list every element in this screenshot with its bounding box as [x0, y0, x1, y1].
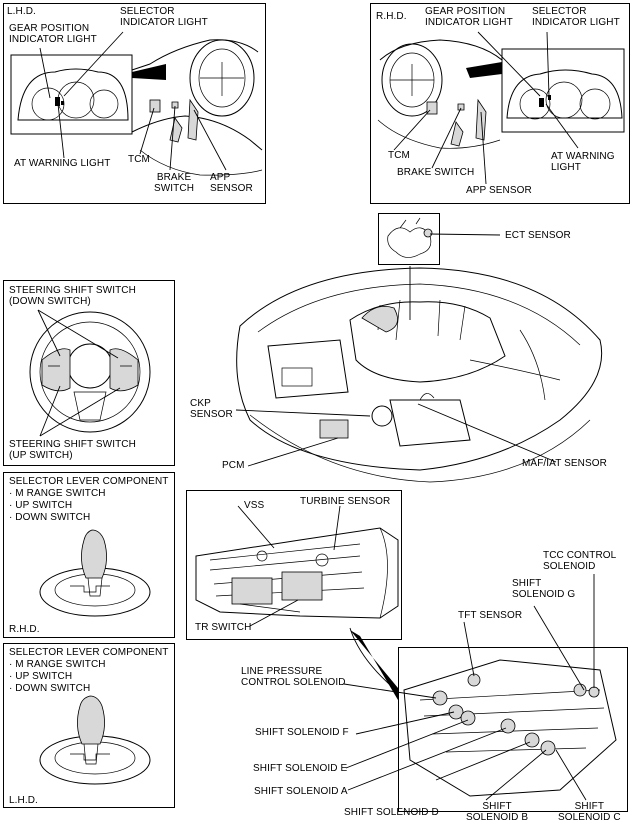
pcm-label: PCM: [222, 460, 245, 471]
rhd-gear-position-indicator-light-label: GEAR POSITION INDICATOR LIGHT: [425, 6, 513, 28]
lhd-app-sensor-label: APP SENSOR: [210, 172, 253, 194]
ect-sensor-label: ECT SENSOR: [505, 230, 571, 241]
lhd-region-label: L.H.D.: [7, 6, 36, 17]
steering-up-switch-label: STEERING SHIFT SWITCH (UP SWITCH): [9, 439, 136, 461]
lhd-gear-position-indicator-light-label: GEAR POSITION INDICATOR LIGHT: [9, 23, 97, 45]
selector-rhd-region-label: R.H.D.: [9, 624, 40, 635]
ect-sensor-inset: [378, 213, 440, 265]
shift-solenoid-f-label: SHIFT SOLENOID F: [255, 727, 349, 738]
vss-label: VSS: [244, 500, 265, 511]
lhd-selector-indicator-light-label: SELECTOR INDICATOR LIGHT: [120, 6, 208, 28]
selector-lhd-item-down: · DOWN SWITCH: [9, 683, 91, 694]
shift-solenoid-g-label: SHIFT SOLENOID G: [512, 578, 576, 600]
selector-lhd-region-label: L.H.D.: [9, 795, 38, 806]
selector-lhd-item-up: · UP SWITCH: [9, 671, 73, 682]
selector-rhd-item-m-range: · M RANGE SWITCH: [9, 488, 106, 499]
rhd-region-label: R.H.D.: [376, 11, 407, 22]
valve-body-panel: [398, 647, 628, 812]
transmission-to-valve-wedge: [350, 630, 398, 700]
tr-switch-label: TR SWITCH: [195, 622, 252, 633]
tcc-control-solenoid-label: TCC CONTROL SOLENOID: [543, 550, 617, 572]
rhd-tcm-label: TCM: [388, 150, 410, 161]
selector-lhd-title: SELECTOR LEVER COMPONENT: [9, 647, 169, 658]
selector-rhd-item-down: · DOWN SWITCH: [9, 512, 91, 523]
shift-solenoid-d-label: SHIFT SOLENOID D: [344, 807, 439, 818]
ckp-sensor-label: CKP SENSOR: [190, 398, 233, 420]
rhd-brake-switch-label: BRAKE SWITCH: [397, 167, 475, 178]
shift-solenoid-e-label: SHIFT SOLENOID E: [253, 763, 348, 774]
rhd-selector-indicator-light-label: SELECTOR INDICATOR LIGHT: [532, 6, 620, 28]
rhd-at-warning-light-label: AT WARNING LIGHT: [551, 151, 615, 173]
lhd-brake-switch-label: BRAKE SWITCH: [154, 172, 195, 194]
shift-solenoid-b-label: SHIFT SOLENOID B: [466, 801, 529, 823]
transmission-panel: [186, 490, 402, 640]
selector-rhd-title: SELECTOR LEVER COMPONENT: [9, 476, 169, 487]
lhd-at-warning-light-label: AT WARNING LIGHT: [14, 158, 111, 169]
shift-solenoid-a-label: SHIFT SOLENOID A: [254, 786, 348, 797]
shift-solenoid-c-label: SHIFT SOLENOID C: [558, 801, 621, 823]
turbine-sensor-label: TURBINE SENSOR: [300, 496, 391, 507]
engine-bay-drawing: [236, 267, 603, 483]
steering-down-switch-label: STEERING SHIFT SWITCH (DOWN SWITCH): [9, 285, 136, 307]
tft-sensor-label: TFT SENSOR: [458, 610, 523, 621]
line-pressure-control-solenoid-label: LINE PRESSURE CONTROL SOLENOID: [241, 666, 346, 688]
selector-lhd-item-m-range: · M RANGE SWITCH: [9, 659, 106, 670]
rhd-app-sensor-label: APP SENSOR: [466, 185, 532, 196]
lhd-tcm-label: TCM: [128, 154, 150, 165]
maf-iat-sensor-label: MAF/IAT SENSOR: [522, 458, 607, 469]
selector-rhd-item-up: · UP SWITCH: [9, 500, 73, 511]
